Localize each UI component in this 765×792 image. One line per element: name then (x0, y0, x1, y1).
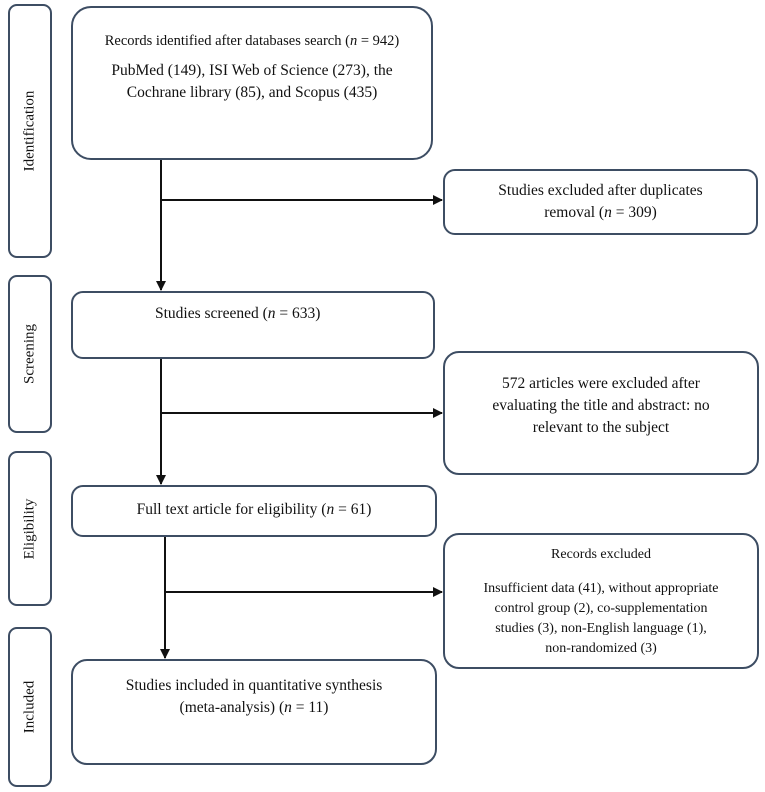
included-line1: Studies included in quantitative synthes… (125, 677, 383, 694)
records-identified-heading: Records identified after databases searc… (104, 33, 400, 49)
included-line2: (meta-analysis) (n = 11) (179, 699, 329, 716)
records-excluded-line2: control group (2), co-supplementation (494, 601, 708, 616)
studies-screened-text: Studies screened (n = 633) (155, 305, 321, 322)
phase-included: Included (8, 627, 52, 787)
duplicates-excluded-box: Studies excluded after duplicates remova… (443, 169, 758, 235)
studies-screened-box: Studies screened (n = 633) (71, 291, 435, 359)
title-abstract-excluded-line3: relevant to the subject (532, 419, 670, 436)
records-identified-line2: PubMed (149), ISI Web of Science (273), … (111, 62, 393, 79)
records-excluded-line3: studies (3), non-English language (1), (495, 621, 707, 636)
included-box: Studies included in quantitative synthes… (71, 659, 437, 765)
phase-screening: Screening (8, 275, 52, 433)
phase-eligibility: Eligibility (8, 451, 52, 606)
eligibility-box: Full text article for eligibility (n = 6… (71, 485, 437, 537)
records-identified-box: Records identified after databases searc… (71, 6, 433, 160)
records-identified-line3: Cochrane library (85), and Scopus (435) (126, 84, 378, 101)
title-abstract-excluded-box: 572 articles were excluded after evaluat… (443, 351, 759, 475)
eligibility-text: Full text article for eligibility (n = 6… (136, 501, 372, 518)
records-excluded-box: Records excluded Insufficient data (41),… (443, 533, 759, 669)
title-abstract-excluded-line1: 572 articles were excluded after (502, 375, 700, 392)
records-excluded-line4: non-randomized (3) (545, 641, 657, 656)
title-abstract-excluded-line2: evaluating the title and abstract: no (492, 397, 710, 414)
duplicates-excluded-line2: removal (n = 309) (544, 204, 657, 221)
records-excluded-line1: Insufficient data (41), without appropri… (483, 581, 719, 596)
duplicates-excluded-line1: Studies excluded after duplicates (498, 182, 703, 199)
phase-identification: Identification (8, 4, 52, 258)
records-excluded-heading: Records excluded (551, 547, 651, 562)
